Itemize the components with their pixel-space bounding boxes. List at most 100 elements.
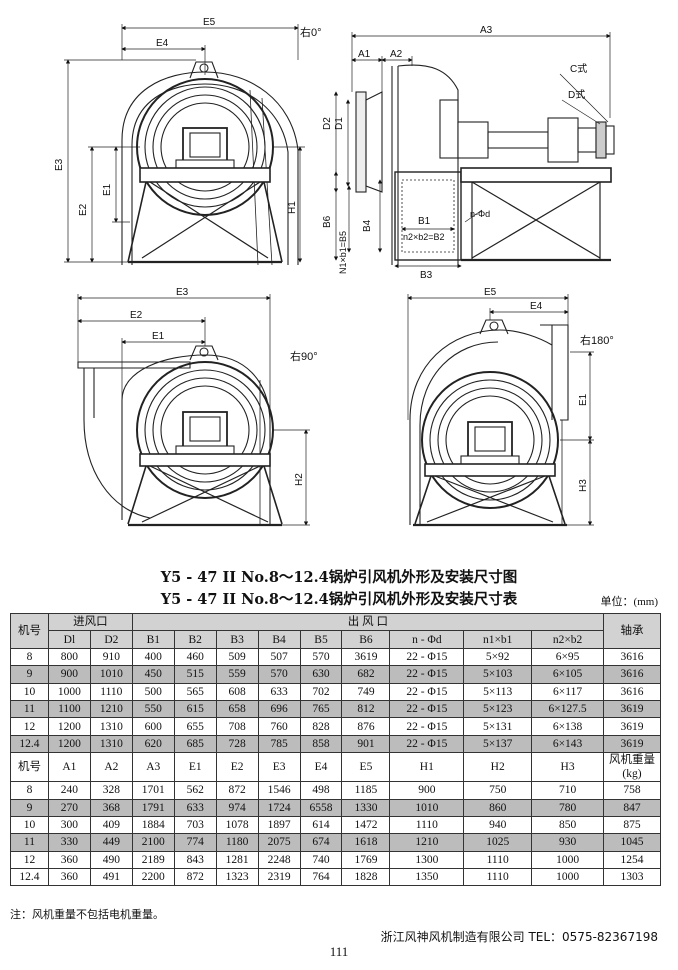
dim-label-d1: D1: [334, 117, 345, 130]
position-label-right0: 右0°: [300, 25, 322, 39]
fan-view-right180: [409, 319, 569, 527]
dim-label-b4: B4: [362, 219, 373, 232]
table-cell: 1185: [341, 781, 391, 800]
header-cell: E2: [215, 752, 259, 783]
table-cell: 507: [257, 647, 301, 667]
table-cell: 515: [173, 665, 217, 684]
table-cell: 1546: [257, 781, 301, 800]
table-cell: 1254: [603, 850, 661, 870]
header-weight: 风机重量(kg): [603, 752, 661, 783]
table-cell: 780: [531, 798, 605, 817]
drawing-title: Y5 - 47 II No.8～12.4锅炉引风机外形及安装尺寸图: [160, 569, 518, 586]
dim-label-e4: E4: [156, 38, 169, 49]
table-cell: 910: [89, 647, 133, 667]
header-cell: n1×b1: [463, 630, 533, 649]
table-cell: 1884: [131, 815, 175, 835]
table-cell: 850: [531, 815, 605, 835]
table-cell: 6×117: [531, 682, 605, 701]
table-cell-model: 12.4: [10, 868, 49, 887]
table-cell: 409: [89, 815, 133, 835]
header-cell: B1: [131, 630, 175, 649]
table-cell: 2189: [131, 850, 175, 870]
table-cell: 270: [47, 798, 91, 817]
table-cell: 703: [173, 815, 217, 835]
table-cell: 1330: [341, 798, 391, 817]
dim-label-b6: B6: [322, 215, 333, 228]
header-cell: n - Φd: [389, 630, 465, 649]
table-cell: 1100: [47, 699, 91, 719]
table-cell: 1180: [215, 833, 259, 852]
table-cell: 655: [173, 717, 217, 736]
table-cell: 460: [173, 647, 217, 667]
table-cell: 565: [173, 682, 217, 701]
table-cell: 2075: [257, 833, 301, 852]
dim-label-h2: H2: [294, 473, 305, 486]
table-cell: 858: [299, 734, 343, 754]
header-cell: A2: [89, 752, 133, 783]
table-cell: 685: [173, 734, 217, 754]
dim-label-e5: E5: [203, 17, 216, 28]
table-cell: 22 - Φ15: [389, 682, 465, 701]
table-cell: 900: [47, 665, 91, 684]
dim-label-e3-v90: E3: [176, 287, 189, 298]
table-cell: 750: [463, 781, 533, 800]
table-cell: 875: [603, 815, 661, 835]
table-cell: 22 - Φ15: [389, 734, 465, 754]
table-cell-model: 11: [10, 699, 49, 719]
table-cell: 559: [215, 665, 259, 684]
table-cell: 1200: [47, 717, 91, 736]
table-cell: 1897: [257, 815, 301, 835]
table-cell: 764: [299, 868, 343, 887]
table-cell: 702: [299, 682, 343, 701]
position-label-right90: 右90°: [290, 349, 318, 363]
header-cell: H1: [389, 752, 465, 783]
header-cell: H2: [463, 752, 533, 783]
table-cell: 765: [299, 699, 343, 719]
dim-label-b3: B3: [420, 270, 433, 281]
dim-label-a2: A2: [390, 49, 403, 60]
header-cell: Dl: [47, 630, 91, 649]
table-cell: 1110: [89, 682, 133, 701]
header-cell: A1: [47, 752, 91, 783]
table-cell: 872: [173, 868, 217, 887]
dimension-table: 机号 进风口 出 风 口 轴承 Dl D2 B1 B2 B3 B4 B5 B6 …: [10, 612, 661, 887]
table-cell: 785: [257, 734, 301, 754]
table-cell: 6×143: [531, 734, 605, 754]
table1-header-row2: Dl D2 B1 B2 B3 B4 B5 B6 n - Φd n1×b1 n2×…: [11, 630, 661, 649]
table-cell: 1010: [89, 665, 133, 684]
table-cell: 760: [257, 717, 301, 736]
dim-label-e4-v180: E4: [530, 301, 543, 312]
table-cell: 1000: [47, 682, 91, 701]
table-cell: 828: [299, 717, 343, 736]
dim-label-a1: A1: [358, 49, 371, 60]
table-cell: 1310: [89, 734, 133, 754]
weight-label: 风机重量: [609, 754, 655, 767]
header-bearing: 轴承: [603, 613, 661, 649]
table-cell-model: 11: [10, 833, 49, 852]
dims-right180: [407, 294, 594, 526]
table-cell: 974: [215, 798, 259, 817]
table-cell: 300: [47, 815, 91, 835]
table-cell: 330: [47, 833, 91, 852]
table-cell: 1828: [341, 868, 391, 887]
table-cell: 749: [341, 682, 391, 701]
header-cell: D2: [89, 630, 133, 649]
header-cell: B5: [299, 630, 343, 649]
table-cell: 360: [47, 850, 91, 870]
table-cell: 6×138: [531, 717, 605, 736]
dim-label-e2-v90: E2: [130, 310, 143, 321]
table-cell: 1110: [389, 815, 465, 835]
table-cell: 400: [131, 647, 175, 667]
table-cell: 1281: [215, 850, 259, 870]
header-cell: B2: [173, 630, 217, 649]
table-cell-model: 9: [10, 798, 49, 817]
table-cell: 5×137: [463, 734, 533, 754]
table-cell: 2200: [131, 868, 175, 887]
table-cell: 682: [341, 665, 391, 684]
table-cell: 1000: [531, 868, 605, 887]
dim-labels-right0: E5 E4 E3 E2 E1 H1 右0°: [54, 17, 322, 216]
table-cell: 6558: [299, 798, 343, 817]
header-cell: 机号: [10, 752, 49, 783]
